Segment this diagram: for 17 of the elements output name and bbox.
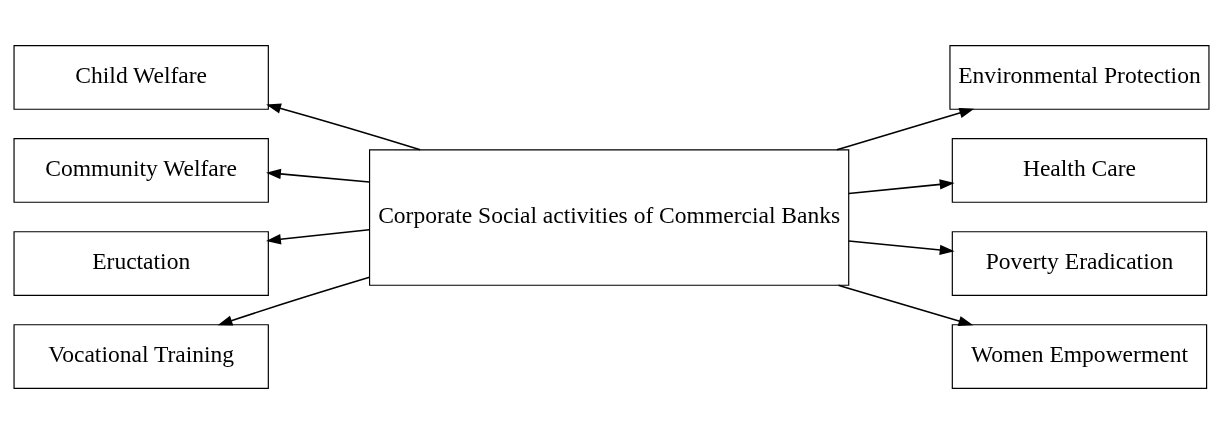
node-box: Vocational Training: [13, 324, 269, 389]
arrow: [266, 168, 371, 183]
node-box: Poverty Eradication: [951, 231, 1208, 296]
arrow: [266, 228, 371, 245]
node-box: Women Empowerment: [951, 324, 1208, 389]
node-box: Community Welfare: [13, 138, 269, 203]
node-box: Environmental Protection: [949, 45, 1210, 110]
node-box: Child Welfare: [13, 45, 269, 110]
arrow: [836, 107, 975, 151]
node-box: Health Care: [951, 138, 1208, 203]
node-box: Corporate Social activities of Commercial Banks: [369, 149, 850, 286]
arrow: [848, 240, 955, 256]
arrow: [837, 284, 974, 327]
arrow: [217, 276, 371, 326]
node-box: Eructation: [13, 231, 269, 296]
arrow: [266, 103, 421, 151]
arrow: [848, 179, 955, 195]
